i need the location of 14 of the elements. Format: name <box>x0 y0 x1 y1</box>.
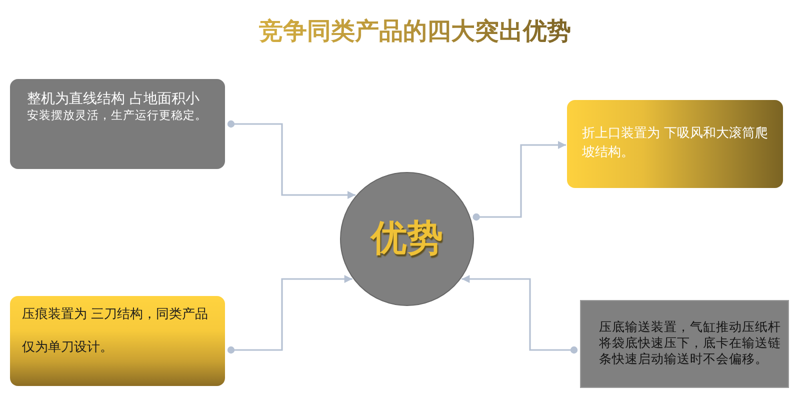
arrow <box>227 275 352 354</box>
text-box <box>580 300 789 388</box>
arrow <box>227 120 356 199</box>
box-text: 整机为直线结构 占地面积小 <box>27 91 200 108</box>
circle-label: 优势 <box>371 217 443 261</box>
box-text: 安装摆放灵活，生产运行更稳定。 <box>27 108 207 123</box>
rounded-box <box>10 79 225 169</box>
rounded-box <box>10 296 225 386</box>
arrow <box>472 141 566 221</box>
box-text: 压底输送装置，气缸推动压纸杆将袋底快速压下，底卡在输送链条快速启动输送时不会偏移。 <box>599 319 782 367</box>
box-text: 折上口装置为 下吸风和大滚筒爬坡结构。 <box>582 125 770 162</box>
rounded-box <box>567 100 783 188</box>
box-text: 压痕装置为 三刀结构，同类产品仅为单刀设计。 <box>22 306 210 357</box>
arrow <box>462 275 578 354</box>
